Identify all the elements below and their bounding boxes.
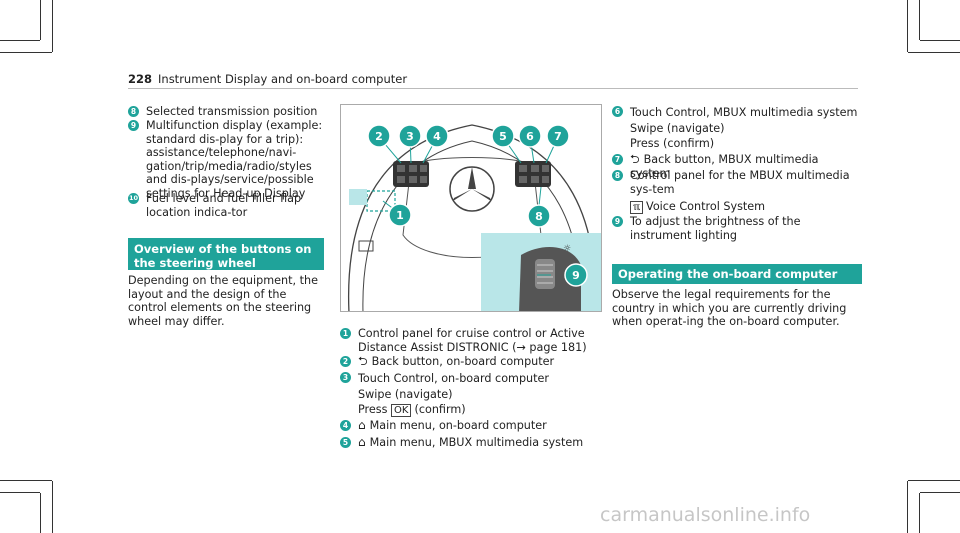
crop-mark [0, 52, 52, 53]
callout-badge: 5 [340, 437, 351, 448]
ok-key-icon: OK [391, 404, 412, 418]
legend-text: Swipe (navigate) [630, 121, 725, 135]
legend-item: 1 Control panel for cruise control or Ac… [340, 327, 602, 354]
legend-text: Touch Control, on-board computer [358, 372, 550, 385]
crop-mark [920, 492, 960, 493]
section-title: Overview of the buttons on the steering … [128, 238, 324, 270]
legend-text: Voice Control System [646, 200, 766, 213]
back-arrow-icon: ⮌ [358, 354, 368, 368]
page-header: 228 Instrument Display and on-board compu… [128, 72, 407, 86]
header-rule [128, 88, 858, 89]
legend-item: 9 Multifunction display (example: standa… [128, 119, 324, 201]
legend-text: Press (confirm) [630, 137, 715, 151]
legend-text: Back button, on-board computer [371, 355, 555, 368]
svg-text:7: 7 [554, 130, 562, 143]
callout-8: 8 [527, 204, 551, 228]
svg-text:2: 2 [375, 130, 383, 143]
legend-item: 7 ⮌Back button, MBUX multimedia system [612, 152, 862, 180]
callout-9: 9 [564, 263, 588, 287]
home-icon: ⌂ [358, 435, 366, 449]
home-icon: ⌂ [358, 418, 366, 432]
section-body: Observe the legal requirements for the c… [612, 288, 847, 329]
callout-badge: 8 [612, 170, 623, 181]
svg-text:1: 1 [396, 209, 404, 222]
svg-text:☼: ☼ [563, 244, 571, 254]
steering-wheel-illustration: ☼ 2 3 4 5 6 7 1 8 9 [347, 124, 601, 311]
crop-mark [0, 40, 40, 41]
callout-badge: 9 [612, 216, 623, 227]
crop-mark [52, 0, 53, 52]
steering-wheel-figure: ☼ 2 3 4 5 6 7 1 8 9 [340, 104, 602, 312]
crop-mark [919, 493, 920, 533]
legend-item: 4 ⌂Main menu, on-board computer [340, 418, 602, 433]
callout-badge: 10 [128, 193, 139, 204]
legend-text: To adjust the brightness of the instrume… [630, 215, 801, 242]
crop-mark [0, 480, 52, 481]
svg-text:5: 5 [499, 130, 507, 143]
crop-mark [907, 481, 908, 533]
legend-text: (confirm) [414, 403, 466, 417]
legend-text: Touch Control, MBUX multimedia system [630, 106, 858, 119]
svg-text:4: 4 [433, 130, 441, 143]
svg-text:9: 9 [572, 269, 580, 282]
legend-item: 9 To adjust the brightness of the instru… [612, 215, 862, 242]
callout-badge: 4 [340, 420, 351, 431]
crop-mark [908, 480, 960, 481]
legend-text: Main menu, MBUX multimedia system [369, 436, 584, 449]
svg-text:8: 8 [535, 210, 543, 223]
legend-item: 6 Touch Control, MBUX multimedia system … [612, 105, 862, 152]
crop-mark [908, 52, 960, 53]
legend-text: Control panel for the MBUX multimedia sy… [630, 169, 850, 196]
legend-text: Selected transmission position [146, 105, 318, 118]
legend-item: 2 ⮌Back button, on-board computer [340, 354, 602, 369]
legend-text: Main menu, on-board computer [369, 419, 547, 432]
crop-mark [920, 40, 960, 41]
legend-item: 5 ⌂Main menu, MBUX multimedia system [340, 435, 602, 450]
legend-text: Swipe (navigate) [358, 387, 453, 401]
page-header-title: Instrument Display and on-board computer [158, 72, 408, 86]
crop-mark [52, 481, 53, 533]
voice-control-icon: ℼ [630, 201, 644, 214]
legend-text: Back button, MBUX multimedia system [630, 153, 819, 180]
callout-1: 1 [388, 203, 412, 227]
legend-item: 10 Fuel level and fuel filler flap locat… [128, 192, 324, 219]
crop-mark [40, 493, 41, 533]
watermark: carmanualsonline.info [600, 504, 811, 526]
page-number: 228 [128, 72, 153, 86]
svg-text:6: 6 [526, 130, 534, 143]
callout-badge: 2 [340, 356, 351, 367]
callout-badge: 9 [128, 120, 139, 131]
legend-item: 8 Selected transmission position [128, 105, 324, 119]
callout-4: 4 [425, 124, 449, 148]
legend-text: Control panel for cruise control or Acti… [358, 327, 587, 354]
legend-item: 3 Touch Control, on-board computer Swipe… [340, 371, 602, 418]
crop-mark [919, 0, 920, 40]
legend-item: 8 Control panel for the MBUX multimedia … [612, 169, 862, 214]
section-title: Operating the on-board computer [612, 264, 862, 284]
callout-badge: 8 [128, 106, 139, 117]
section-body: Depending on the equipment, the layout a… [128, 274, 318, 328]
callout-badge: 1 [340, 328, 351, 339]
callout-badge: 7 [612, 154, 623, 165]
callout-5: 5 [491, 124, 515, 148]
callout-7: 7 [546, 124, 570, 148]
legend-text: Press [358, 403, 388, 417]
callout-2: 2 [367, 124, 391, 148]
crop-mark [0, 492, 40, 493]
crop-mark [907, 0, 908, 52]
crop-mark [40, 0, 41, 40]
svg-text:3: 3 [406, 130, 414, 143]
legend-text: Fuel level and fuel filler flap location… [146, 192, 302, 219]
legend-text: Multifunction display (example: standard… [146, 119, 323, 200]
callout-badge: 6 [612, 106, 623, 117]
callout-3: 3 [398, 124, 422, 148]
callout-badge: 3 [340, 372, 351, 383]
callout-6: 6 [518, 124, 542, 148]
back-arrow-icon: ⮌ [630, 152, 640, 166]
